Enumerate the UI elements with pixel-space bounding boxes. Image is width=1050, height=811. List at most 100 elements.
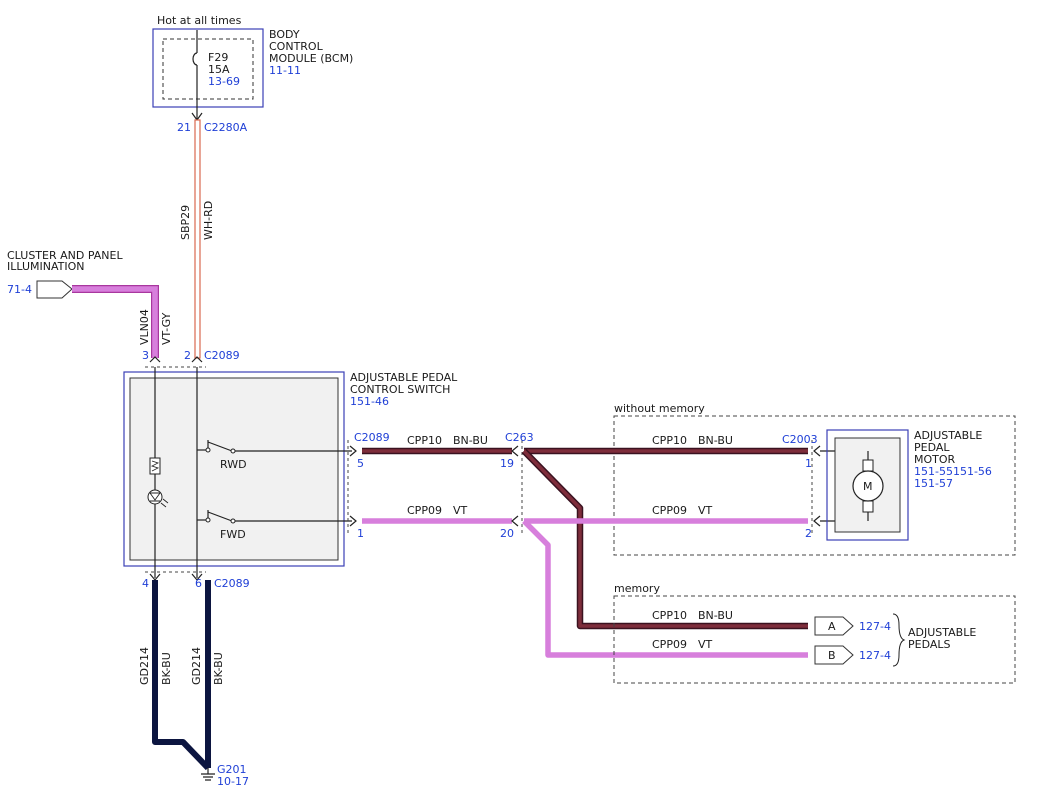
memory-flag-b-icon xyxy=(814,645,854,665)
memory-flag-b: B xyxy=(828,649,836,662)
switch-right-pin-arrows-icon xyxy=(349,445,357,527)
motor-symbol: M xyxy=(863,480,873,493)
c263-pin-bottom: 20 xyxy=(500,527,514,540)
wire-cpp09-memory-color: VT xyxy=(698,638,713,651)
fwd-label: FWD xyxy=(220,528,246,541)
bcm-pin-number: 21 xyxy=(177,121,191,134)
resistor-zigzag-icon xyxy=(150,460,160,472)
wire-cpp10-memory xyxy=(522,449,808,628)
bcm-ref-link[interactable]: 11-11 xyxy=(269,64,301,77)
ground-symbol-icon xyxy=(201,768,215,781)
memory-box xyxy=(613,595,1016,684)
c263-connector-link[interactable]: C263 xyxy=(505,431,534,444)
motor-brush-top xyxy=(862,459,874,472)
c2003-pin-top: 1 xyxy=(805,457,812,470)
motor-title-1: ADJUSTABLE xyxy=(914,429,982,442)
without-memory-label: without memory xyxy=(614,402,705,415)
switch-outer-box xyxy=(123,371,345,567)
switch-connector-top-link[interactable]: C2089 xyxy=(204,349,240,362)
rwd-contact-b xyxy=(230,448,236,454)
switch-ref-link[interactable]: 151-46 xyxy=(350,395,389,408)
wire-cpp10-memory-circuit: CPP10 xyxy=(652,609,687,622)
fuse-ref-link[interactable]: 13-69 xyxy=(208,75,240,88)
c2003-connector-link[interactable]: C2003 xyxy=(782,433,818,446)
c2003-pin-bottom: 2 xyxy=(805,527,812,540)
memory-flag-a: A xyxy=(828,620,836,633)
wire-cpp09-memory-circuit: CPP09 xyxy=(652,638,687,651)
fuse-name: F29 xyxy=(208,51,228,64)
fwd-contact-b xyxy=(230,518,236,524)
wire-gd214-left-color: BK-BU xyxy=(160,652,173,685)
memory-label: memory xyxy=(614,582,660,595)
bcm-fuse-box xyxy=(162,38,254,100)
switch-pin-right-bottom: 1 xyxy=(357,527,364,540)
wire-cpp10-right-circuit: CPP10 xyxy=(652,434,687,447)
wire-gd214-right-color: BK-BU xyxy=(212,652,225,685)
without-memory-box xyxy=(613,415,1016,556)
switch-pin-right-top: 5 xyxy=(357,457,364,470)
cluster-connector-flag-icon xyxy=(36,280,73,299)
bcm-title-2: CONTROL xyxy=(269,40,324,53)
cluster-ref-link[interactable]: 71-4 xyxy=(7,283,32,296)
motor-outer-box xyxy=(826,429,909,541)
bcm-box xyxy=(152,28,264,108)
led-rays-icon xyxy=(160,498,169,508)
switch-pin-bottom-left: 4 xyxy=(142,577,149,590)
wire-gd214-right-circuit: GD214 xyxy=(190,647,203,685)
cluster-title-2: ILLUMINATION xyxy=(7,260,85,273)
fwd-contact-a xyxy=(205,517,211,523)
wire-cpp10-mid-circuit: CPP10 xyxy=(407,434,442,447)
switch-inner-box xyxy=(129,377,339,561)
cluster-title-1: CLUSTER AND PANEL xyxy=(7,249,123,262)
wire-vln04-color: VT-GY xyxy=(160,312,173,345)
led-diode-icon xyxy=(149,492,161,502)
switch-title-2: CONTROL SWITCH xyxy=(350,383,450,396)
wire-sbp29-circuit: SBP29 xyxy=(179,205,192,240)
motor-ref-link-2[interactable]: 151-57 xyxy=(914,477,953,490)
ground-name-link[interactable]: G201 xyxy=(217,763,247,776)
brace-icon xyxy=(892,613,906,667)
wire-sbp29 xyxy=(194,119,201,359)
memory-flag-a-icon xyxy=(814,616,854,636)
motor-title-2: PEDAL xyxy=(914,441,950,454)
fuse-icon xyxy=(192,52,198,66)
wire-gd214-left-circuit: GD214 xyxy=(138,647,151,685)
motor-icon xyxy=(852,470,884,502)
wire-gd214-left xyxy=(152,580,211,771)
resistor-icon xyxy=(149,457,161,475)
wire-sbp29-color: WH-RD xyxy=(202,201,215,240)
c263-pin-top: 19 xyxy=(500,457,514,470)
ground-ref-link[interactable]: 10-17 xyxy=(217,775,249,788)
wire-cpp09-mid-circuit: CPP09 xyxy=(407,504,442,517)
switch-connector-bottom-link[interactable]: C2089 xyxy=(214,577,250,590)
rwd-contact-a xyxy=(205,447,211,453)
switch-connector-right-link[interactable]: C2089 xyxy=(354,431,390,444)
switch-pin-top-left: 3 xyxy=(142,349,149,362)
hot-at-all-times-label: Hot at all times xyxy=(157,14,242,27)
bcm-title-3: MODULE (BCM) xyxy=(269,52,353,65)
wire-cpp09-mid-color: VT xyxy=(453,504,468,517)
switch-pin-top-right: 2 xyxy=(184,349,191,362)
led-icon xyxy=(147,489,163,505)
wire-cpp10-mid-color: BN-BU xyxy=(453,434,488,447)
memory-ref-b-link[interactable]: 127-4 xyxy=(859,649,891,662)
c2003-pin-arrows-icon xyxy=(813,445,821,527)
wire-cpp09-memory xyxy=(522,519,808,658)
rwd-label: RWD xyxy=(220,458,247,471)
motor-ref-link-1[interactable]: 151-55151-56 xyxy=(914,465,992,478)
motor-title-3: MOTOR xyxy=(914,453,956,466)
switch-top-pin-arrows-icon xyxy=(149,356,203,363)
wire-cpp10-memory-outline xyxy=(521,448,808,630)
switch-pin-bottom-right: 6 xyxy=(195,577,202,590)
wire-cpp09-right-circuit: CPP09 xyxy=(652,504,687,517)
wire-vln04 xyxy=(72,286,158,358)
bcm-title-1: BODY xyxy=(269,28,300,41)
memory-dest-2: PEDALS xyxy=(908,638,951,651)
memory-dest-1: ADJUSTABLE xyxy=(908,626,976,639)
memory-ref-a-link[interactable]: 127-4 xyxy=(859,620,891,633)
switch-title-1: ADJUSTABLE PEDAL xyxy=(350,371,458,384)
wire-cpp09-right-color: VT xyxy=(698,504,713,517)
bcm-connector-link[interactable]: C2280A xyxy=(204,121,248,134)
wire-cpp10-memory-color: BN-BU xyxy=(698,609,733,622)
